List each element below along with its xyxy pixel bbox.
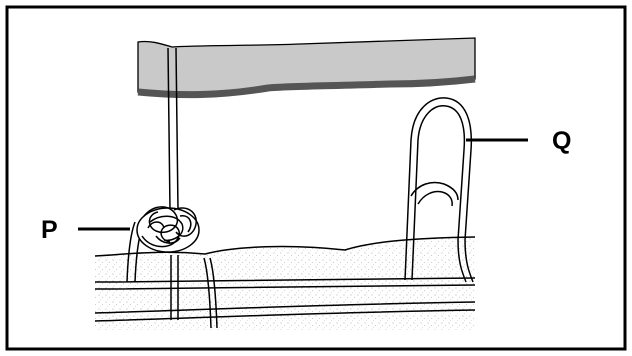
vertical-connectors	[170, 255, 218, 329]
coiled-structure-p	[126, 206, 200, 283]
loop-structure-q	[404, 97, 474, 283]
lower-layer	[94, 236, 476, 330]
upper-layer	[137, 37, 476, 99]
label-p: P	[41, 216, 58, 244]
duct	[167, 47, 179, 211]
horizontal-vessels	[94, 277, 476, 322]
label-q: Q	[552, 127, 571, 155]
